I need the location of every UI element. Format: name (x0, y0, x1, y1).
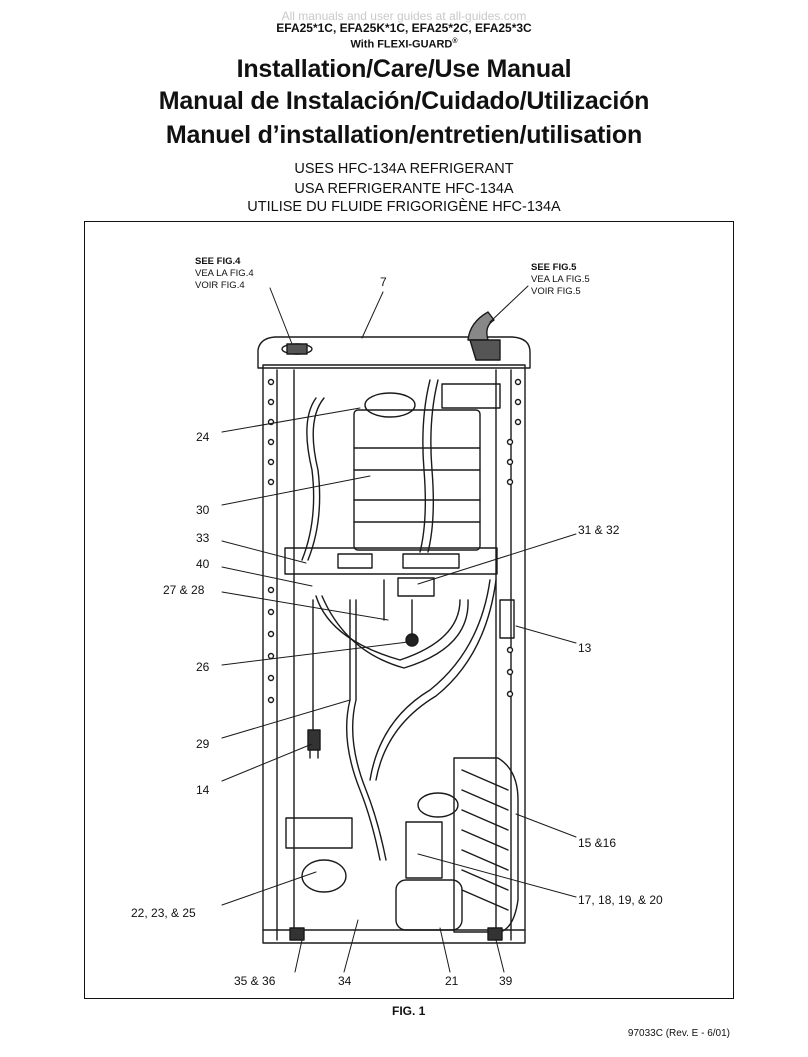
title-english: Installation/Care/Use Manual (236, 55, 572, 83)
refrigerant-english: USES HFC-134A REFRIGERANT (294, 161, 514, 177)
callout-17-20: 17, 18, 19, & 20 (578, 893, 663, 907)
see-fig5-en: SEE FIG.5 (531, 262, 577, 273)
figure-frame (84, 221, 734, 999)
leader-lines (221, 285, 577, 973)
cabinet-frame (262, 364, 526, 944)
cooling-tank (353, 392, 481, 551)
callout-21: 21 (445, 974, 459, 988)
callout-30: 30 (196, 503, 210, 517)
callout-34: 34 (338, 974, 352, 988)
mounting-bracket (284, 547, 498, 575)
callout-26: 26 (196, 660, 210, 674)
see-fig5-es: VEA LA FIG.5 (531, 274, 590, 285)
see-fig4-en: SEE FIG.4 (195, 256, 241, 267)
callout-24: 24 (196, 430, 210, 444)
condenser (453, 757, 519, 933)
callout-27-28: 27 & 28 (163, 583, 205, 597)
title-spanish: Manual de Instalación/Cuidado/Utilizació… (158, 87, 650, 115)
see-fig4-es: VEA LA FIG.4 (195, 268, 254, 279)
model-numbers: EFA25*1C, EFA25K*1C, EFA25*2C, EFA25*3C (276, 21, 532, 35)
callout-15-16: 15 &16 (578, 836, 617, 850)
document-number: 97033C (Rev. E - 6/01) (627, 1028, 730, 1039)
callout-13: 13 (578, 641, 592, 655)
see-fig4-fr: VOIR FIG.4 (195, 280, 245, 291)
bubbler-right-icon (467, 311, 501, 361)
callout-40: 40 (196, 557, 210, 571)
power-cord (307, 599, 321, 759)
callout-39: 39 (499, 974, 513, 988)
callout-22-23-25: 22, 23, & 25 (131, 906, 196, 920)
see-fig5-fr: VOIR FIG.5 (531, 286, 581, 297)
watermark-text: All manuals and user guides at all-guide… (281, 9, 527, 23)
cabinet-holes (267, 378, 522, 704)
fan-motor (285, 817, 353, 893)
title-french: Manuel d’installation/entretien/utilisat… (165, 121, 643, 149)
refrigerant-french: UTILISE DU FLUIDE FRIGORIGÈNE HFC-134A (247, 199, 561, 215)
tubing (301, 379, 497, 861)
compressor (395, 792, 463, 931)
subtitle: With FLEXI-GUARD® (0, 38, 808, 51)
callout-29: 29 (196, 737, 210, 751)
see-fig5-label: SEE FIG.5 VEA LA FIG.5 VOIR FIG.5 (531, 262, 590, 298)
callout-31-32: 31 & 32 (578, 523, 620, 537)
control-box (441, 383, 501, 409)
callout-35-36: 35 & 36 (234, 974, 276, 988)
subtitle-text: With FLEXI-GUARD (350, 38, 453, 51)
top-cover (257, 336, 531, 369)
solenoid-valve (397, 577, 435, 597)
see-fig4-label: SEE FIG.4 VEA LA FIG.4 VOIR FIG.4 (195, 256, 254, 292)
bubbler-left-icon (281, 343, 313, 355)
callout-14: 14 (196, 783, 210, 797)
figure-caption: FIG. 1 (392, 1004, 426, 1018)
callout-7: 7 (380, 275, 387, 289)
leveling-foot-left (289, 927, 305, 941)
leveling-foot-right (487, 927, 503, 941)
registered-mark: ® (452, 38, 458, 45)
refrigerant-spanish: USA REFRIGERANTE HFC-134A (294, 181, 514, 197)
side-switch (499, 599, 515, 639)
callout-33: 33 (196, 531, 210, 545)
